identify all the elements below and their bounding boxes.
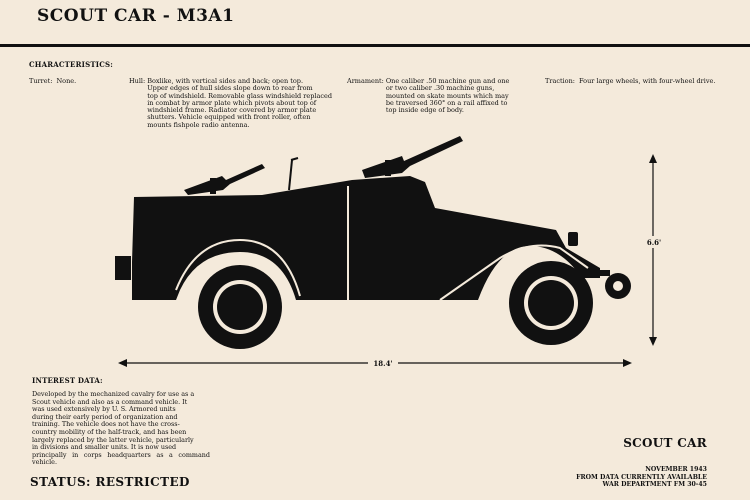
height-dimension [642,154,666,346]
hull-block: Hull: Boxlike, with vertical sides and b… [129,77,332,129]
turret-block: Turret: None. [29,77,77,85]
hull-line: Boxlike, with vertical sides and back; o… [147,77,304,85]
hull-line: shutters. Vehicle equipped with front ro… [147,113,311,122]
hull-line: top of windshield. Removable glass winds… [147,91,332,100]
armament-label: Armament: [347,77,384,85]
characteristics-heading: CHARACTERISTICS: [29,60,114,69]
footnote-manual: WAR DEPARTMENT FM 30-45 [602,481,707,488]
front-machine-gun [362,136,463,178]
armament-line: One caliber .50 machine gun and one [385,77,510,85]
turret-text: None. [56,77,77,85]
interest-text: Developed by the mechanized cavalry for … [32,390,210,467]
rear-machine-gun [184,164,265,195]
header-rule [0,44,750,47]
interest-line: in divisions and smaller units. It is no… [32,443,177,452]
armament-block: Armament: One caliber .50 machine gun an… [347,77,510,115]
source-footnote: NOVEMBER 1943 FROM DATA CURRENTLY AVAILA… [576,466,707,489]
vehicle-name: SCOUT CAR [623,436,707,450]
hull-line: windshield frame. Radiator covered by ar… [147,106,317,115]
hull-line: Upper edges of hull sides slope down to … [147,84,313,93]
footnote-source: FROM DATA CURRENTLY AVAILABLE [576,473,707,481]
interest-heading: INTEREST DATA: [32,376,103,385]
armament-line: top inside edge of body. [385,106,464,115]
hull-line: mounts fishpole radio antenna. [147,120,250,129]
length-label: 18.4' [373,359,392,368]
height-label: 6.6' [647,238,661,247]
scout-car-silhouette [115,136,631,349]
interest-line: training. The vehicle does not have the … [32,420,180,429]
interest-line: largely replaced by the latter vehicle, … [32,435,194,444]
traction-block: Traction: Four large wheels, with four-w… [545,77,716,85]
status-label: STATUS: RESTRICTED [30,475,190,489]
turret-label: Turret: [29,77,53,85]
armament-line: mounted on skate mounts which may [385,91,509,100]
interest-line: Scout vehicle and also as a command vehi… [32,397,188,406]
armament-line: or two caliber .30 machine guns, [385,84,495,93]
page-title: SCOUT CAR - M3A1 [37,6,235,26]
length-dimension [118,357,632,369]
interest-line: country mobility of the half-track, and … [32,427,187,436]
hull-label: Hull: [129,77,146,85]
footnote-date: NOVEMBER 1943 [645,466,707,473]
traction-label: Traction: [545,77,575,85]
traction-text: Four large wheels, with four-wheel drive… [579,77,716,85]
interest-line: Developed by the mechanized cavalry for … [32,390,195,398]
interest-line: during their early period of organizatio… [32,412,178,421]
hull-line: in combat by armor plate which pivots ab… [147,98,317,107]
armament-line: be traversed 360° on a rail affixed to [385,98,508,107]
interest-line: was used extensively by U. S. Armored un… [32,405,176,414]
interest-line: principally in corps headquarters as a c… [32,450,210,467]
body-panel-lines [175,186,589,301]
